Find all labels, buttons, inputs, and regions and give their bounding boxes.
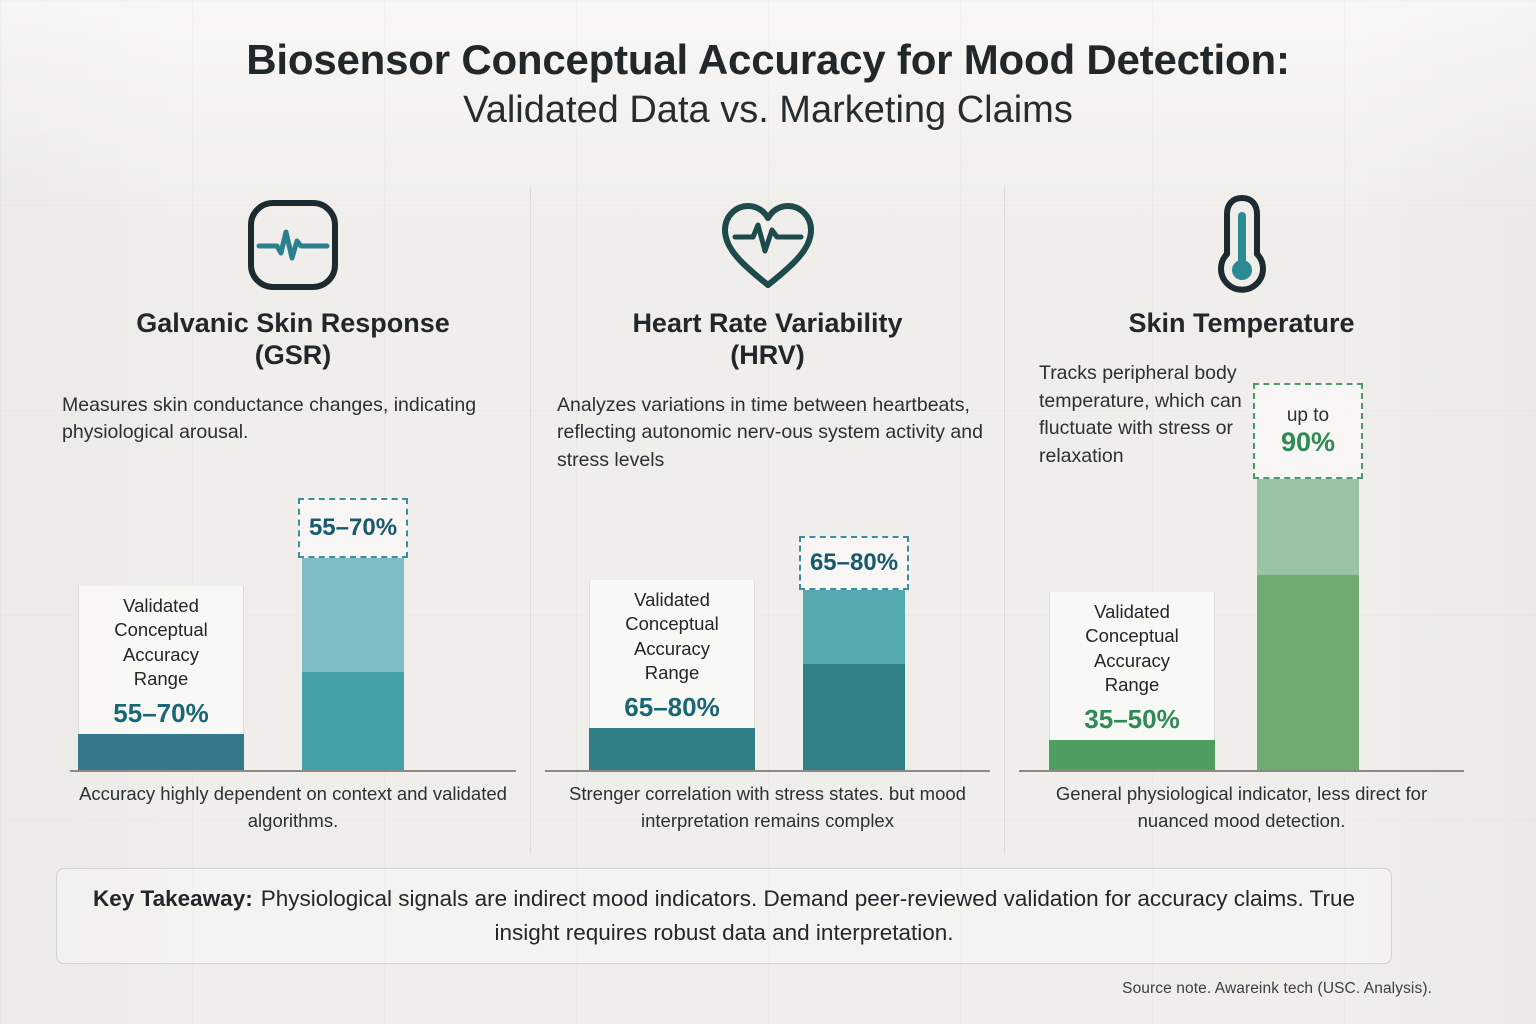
claim-prefix: up to (1286, 405, 1330, 427)
claim-value: 65–80% (809, 548, 899, 576)
key-takeaway-box: Key Takeaway: Physiological signals are i… (56, 868, 1392, 964)
validated-label: Validated Conceptual Accuracy Range (1050, 600, 1214, 698)
validated-label-line-2: Conceptual (114, 619, 208, 641)
key-takeaway-label: Key Takeaway: (93, 886, 253, 912)
chart-baseline (1019, 770, 1464, 772)
column-title: Galvanic Skin Response (GSR) (56, 308, 530, 372)
validated-value: 65–80% (624, 691, 720, 722)
bar-segment-top (1257, 479, 1359, 576)
claim-value: 90% (1280, 426, 1336, 457)
validated-label-line-4: Range (644, 662, 700, 684)
validated-label-line-3: Accuracy (1093, 649, 1171, 671)
column-title-line1: Heart Rate Variability (632, 308, 903, 338)
bar-claim-gsr (302, 558, 404, 770)
validated-label-line-1: Validated (634, 589, 710, 610)
column-description: Analyzes variations in time between hear… (557, 393, 983, 472)
claim-callout-skin-temperature: up to 90% (1253, 383, 1363, 479)
bar-claim-skin-temperature (1257, 479, 1359, 770)
validated-label-line-1: Validated (1094, 601, 1170, 622)
claim-callout-gsr: 55–70% (298, 498, 408, 558)
column-note: Accuracy highly dependent on context and… (79, 783, 507, 832)
column-title: Skin Temperature (1005, 308, 1478, 340)
column-title-line1: Galvanic Skin Response (136, 308, 450, 338)
key-takeaway-body: Physiological signals are indirect mood … (260, 886, 1355, 945)
validated-label-line-4: Range (133, 668, 189, 690)
source-note: Source note. Awareink tech (USC. Analysi… (1122, 980, 1432, 997)
validated-label-line-4: Range (1104, 674, 1160, 696)
column-title-line2: (HRV) (730, 339, 805, 370)
bar-claim-hrv (803, 590, 905, 770)
validated-label-card-skin-temperature: Validated Conceptual Accuracy Range 35–5… (1049, 592, 1215, 740)
heart-pulse-icon (531, 186, 1004, 304)
validated-label: Validated Conceptual Accuracy Range (79, 594, 243, 692)
validated-label-line-2: Conceptual (625, 613, 719, 635)
column-note: General physiological indicator, less di… (1055, 783, 1428, 832)
chart-baseline (545, 770, 990, 772)
column-description: Tracks peripheral body temperature, whic… (1039, 361, 1242, 467)
chart-hrv: Validated Conceptual Accuracy Range 65–8… (531, 442, 1004, 772)
chart-baseline (70, 770, 516, 772)
chart-skin-temperature: Validated Conceptual Accuracy Range 35–5… (1005, 383, 1478, 772)
validated-label-line-3: Accuracy (122, 643, 200, 665)
validated-label-line-3: Accuracy (633, 637, 711, 659)
validated-label-card-gsr: Validated Conceptual Accuracy Range 55–7… (78, 586, 244, 734)
bar-segment-top (302, 558, 404, 673)
column-note: Strenger correlation with stress states.… (569, 783, 966, 832)
validated-value: 35–50% (1084, 703, 1180, 734)
column-galvanic-skin-response: Galvanic Skin Response (GSR) Measures sk… (56, 186, 530, 854)
page-title: Biosensor Conceptual Accuracy for Mood D… (0, 34, 1536, 135)
column-skin-temperature: Skin Temperature Tracks peripheral body … (1004, 186, 1478, 854)
column-heart-rate-variability: Heart Rate Variability (HRV) Analyzes va… (530, 186, 1004, 854)
bar-segment-bottom (1257, 575, 1359, 770)
validated-label-line-1: Validated (123, 595, 199, 616)
key-takeaway-text: Key Takeaway: Physiological signals are i… (91, 882, 1357, 950)
column-title-line2: (GSR) (254, 339, 332, 370)
chart-gsr: Validated Conceptual Accuracy Range 55–7… (56, 442, 530, 772)
bar-validated-gsr (78, 734, 244, 770)
column-title: Heart Rate Variability (HRV) (531, 308, 1004, 372)
bar-segment-bottom (803, 663, 905, 770)
biosensor-columns: Galvanic Skin Response (GSR) Measures sk… (56, 186, 1480, 854)
thermometer-icon (1005, 186, 1478, 304)
column-title-line1: Skin Temperature (1128, 308, 1355, 338)
title-line-2: Validated Data vs. Marketing Claims (463, 89, 1073, 132)
bar-validated-hrv (589, 728, 755, 770)
title-line-1: Biosensor Conceptual Accuracy for Mood D… (246, 36, 1290, 83)
validated-label-card-hrv: Validated Conceptual Accuracy Range 65–8… (589, 580, 755, 728)
validated-label-line-2: Conceptual (1085, 625, 1179, 647)
validated-label: Validated Conceptual Accuracy Range (590, 588, 754, 686)
bar-segment-top (803, 590, 905, 664)
bar-validated-skin-temperature (1049, 740, 1215, 770)
claim-value: 55–70% (308, 513, 398, 541)
column-description: Measures skin conductance changes, indic… (62, 393, 477, 444)
ecg-waveform-square-icon (56, 186, 530, 304)
bar-segment-bottom (302, 672, 404, 770)
claim-callout-hrv: 65–80% (799, 536, 909, 590)
validated-value: 55–70% (113, 697, 209, 728)
